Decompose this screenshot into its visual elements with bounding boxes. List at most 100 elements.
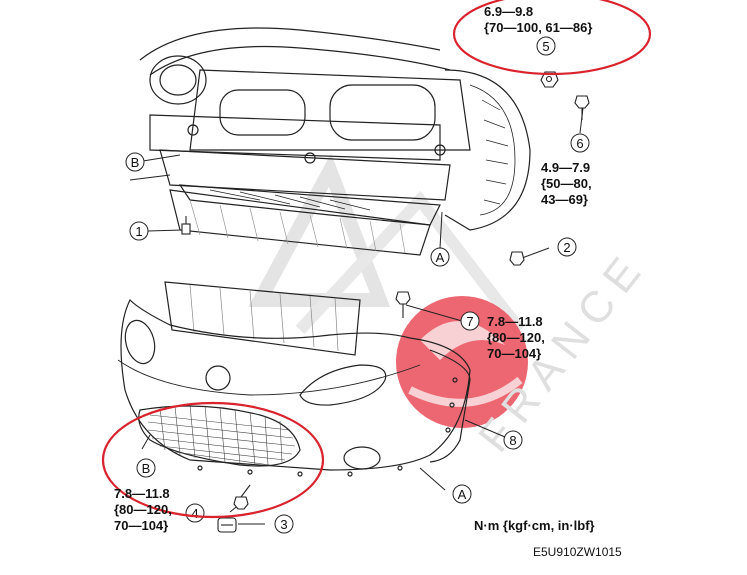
leader-2 (521, 247, 550, 259)
bolt-7 (395, 291, 411, 318)
undercover-plate (178, 184, 441, 226)
fender-liner-inner (469, 84, 516, 216)
torque-label-5: 6.9—9.8 {70—100, 61—86} (484, 4, 592, 36)
lower-panel (169, 189, 431, 256)
hood-edge-inner (149, 45, 451, 76)
reinforcement-lower (159, 149, 451, 201)
clip-hole (297, 471, 303, 477)
radiator-support-frame (189, 69, 471, 151)
leader-A-upper (439, 211, 443, 249)
watermark-shape (420, 321, 505, 360)
svg-text:4: 4 (191, 506, 198, 521)
clip-hole (397, 465, 403, 471)
watermark-shape (408, 376, 523, 407)
svg-text:1: 1 (135, 224, 142, 239)
bumper-crease (117, 359, 421, 396)
fastener (434, 144, 446, 156)
svg-text:5: 5 (542, 39, 549, 54)
leader-B-lower (141, 434, 151, 450)
left-intake-opening (219, 89, 306, 136)
clip-hole (449, 402, 455, 408)
callout-B-lower: B (136, 458, 156, 478)
leader-1 (147, 229, 183, 232)
watermark-shape (248, 153, 391, 307)
right-intake-opening (329, 84, 436, 141)
svg-text:B: B (142, 461, 151, 476)
watermark-shape (295, 190, 525, 335)
bolt-2 (509, 251, 525, 266)
bumper-absorber (164, 281, 361, 356)
leader-B-upper (129, 154, 181, 181)
clip-hole (347, 471, 353, 477)
left-fog-recess (205, 365, 231, 391)
highlight-ellipse-grille (101, 401, 325, 519)
torque-5-line1: 6.9—9.8 (484, 4, 534, 19)
leader-7 (405, 304, 463, 322)
callout-4: 4 (185, 503, 205, 523)
callout-circles: B 1 5 6 2 A 7 8 A B 4 3 (125, 36, 590, 534)
torque-5-line2: {70—100, 61—86} (484, 20, 593, 35)
callout-B-upper: B (125, 152, 145, 172)
torque-6-line3: 43—69} (541, 192, 588, 207)
fender-liner (444, 69, 531, 231)
fastener (187, 124, 199, 136)
right-fog-recess (343, 446, 381, 470)
fastener-parts (181, 71, 590, 533)
clip-hole (445, 427, 451, 433)
torque-6-line1: 4.9—7.9 (541, 160, 591, 175)
clip-3 (217, 517, 237, 533)
figure-code: E5U910ZW1015 (533, 545, 622, 559)
undercover-ribs (209, 189, 371, 211)
callout-2: 2 (557, 237, 577, 257)
torque-label-7: 7.8—11.8 {80—120, 70—104} (487, 314, 545, 362)
torque-label-6: 4.9—7.9 {50—80, 43—69} (541, 160, 592, 208)
fender-liner-ribs (481, 99, 509, 205)
clip-hole (247, 469, 253, 475)
svg-text:8: 8 (509, 433, 516, 448)
highlight-ellipse-top (452, 0, 652, 76)
leader-lines (129, 73, 584, 525)
svg-text:2: 2 (563, 240, 570, 255)
left-marker-recess (124, 319, 156, 365)
torque-label-4: 7.8—11.8 {80—120, 70—104} (114, 486, 172, 534)
callout-A-upper: A (430, 247, 450, 267)
leader-A-lower (419, 467, 446, 491)
callout-A-lower: A (452, 484, 472, 504)
torque-4-line1: 7.8—11.8 (114, 486, 170, 501)
callout-7: 7 (460, 311, 480, 331)
callout-8: 8 (503, 430, 523, 450)
torque-7-line2: {80—120, (487, 330, 545, 345)
bolt-4 (233, 484, 251, 510)
bolt-1 (181, 216, 191, 235)
torque-7-line1: 7.8—11.8 (487, 314, 543, 329)
left-headlight (149, 55, 207, 105)
torque-7-line3: 70—104} (487, 346, 542, 361)
grille-mesh (147, 404, 296, 466)
callout-5: 5 (536, 36, 556, 56)
bumper-reinforcement (149, 114, 441, 161)
svg-text:A: A (436, 250, 445, 265)
leader-8 (464, 419, 506, 438)
svg-text:6: 6 (576, 136, 583, 151)
fastener (304, 152, 316, 164)
front-grille (138, 405, 301, 467)
absorber-hatch (189, 284, 339, 352)
torque-4-line2: {80—120, (114, 502, 172, 517)
hood-edge (139, 27, 441, 61)
svg-text:B: B (131, 155, 140, 170)
torque-4-line3: 70—104} (114, 518, 169, 533)
callout-6: 6 (570, 133, 590, 153)
units-legend: N·m {kgf·cm, in·lbf} (474, 518, 595, 533)
svg-text:A: A (458, 487, 467, 502)
callout-1: 1 (129, 221, 149, 241)
svg-text:7: 7 (466, 314, 473, 329)
left-headlight-lens (159, 64, 197, 96)
clip-hole (452, 377, 458, 383)
bolt-6 (574, 95, 590, 120)
right-intake (299, 364, 387, 406)
bumper-side-flange (429, 349, 471, 463)
nut-5 (540, 71, 559, 88)
upper-assembly (139, 27, 531, 256)
